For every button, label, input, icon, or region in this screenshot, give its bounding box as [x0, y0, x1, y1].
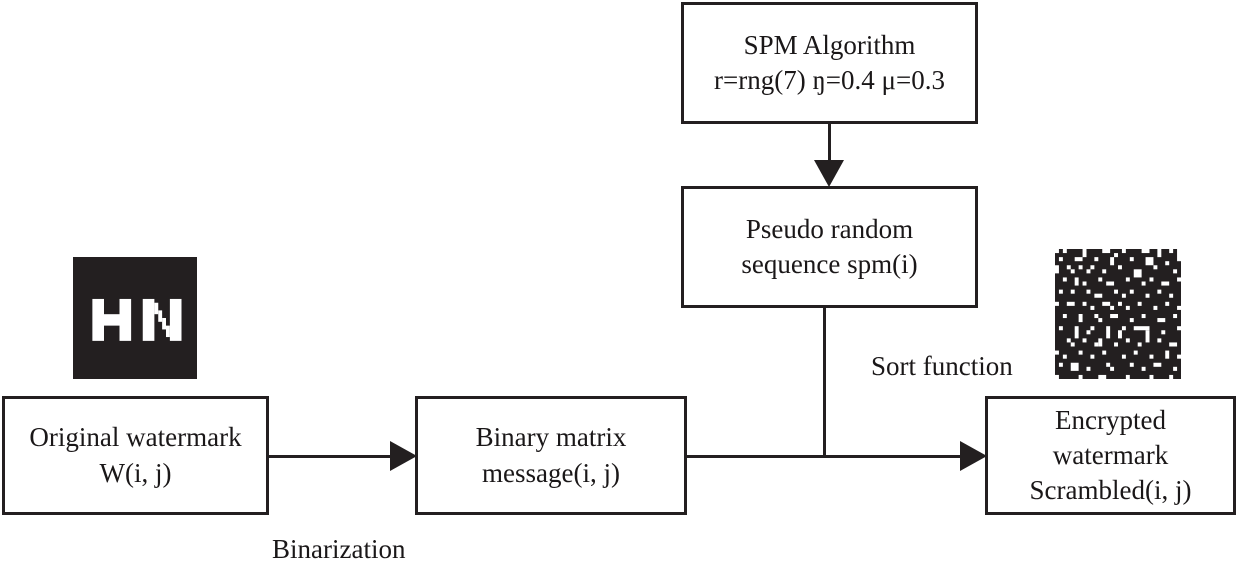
edge-spm-to-pseudo	[828, 124, 831, 168]
caption-sort-function: Sort function	[871, 351, 1013, 381]
node-pseudo-random-sequence-label: Pseudo random sequence spm(i)	[741, 213, 918, 279]
node-encrypted-watermark-label: Encrypted watermark Scrambled(i, j)	[1029, 404, 1192, 506]
arrowhead-right-icon	[960, 441, 987, 471]
edge-binary-to-encrypted	[687, 455, 962, 458]
arrowhead-down-icon	[814, 160, 844, 187]
node-encrypted-watermark: Encrypted watermark Scrambled(i, j)	[985, 396, 1236, 515]
original-watermark-image	[73, 257, 197, 379]
edge-pseudo-to-trunk	[823, 308, 826, 456]
node-original-watermark: Original watermark W(i, j)	[2, 396, 269, 515]
node-binary-matrix: Binary matrix message(i, j)	[415, 396, 687, 515]
caption-binarization: Binarization	[272, 534, 406, 564]
node-pseudo-random-sequence: Pseudo random sequence spm(i)	[681, 186, 978, 308]
arrowhead-right-icon	[390, 441, 417, 471]
node-spm-algorithm-label: SPM Algorithm r=rng(7) ŋ=0.4 μ=0.3	[714, 29, 945, 95]
node-spm-algorithm: SPM Algorithm r=rng(7) ŋ=0.4 μ=0.3	[681, 2, 978, 124]
node-original-watermark-label: Original watermark W(i, j)	[29, 422, 242, 488]
scrambled-watermark-image	[1055, 249, 1181, 379]
edge-original-to-binary	[269, 455, 392, 458]
node-binary-matrix-label: Binary matrix message(i, j)	[475, 422, 627, 488]
